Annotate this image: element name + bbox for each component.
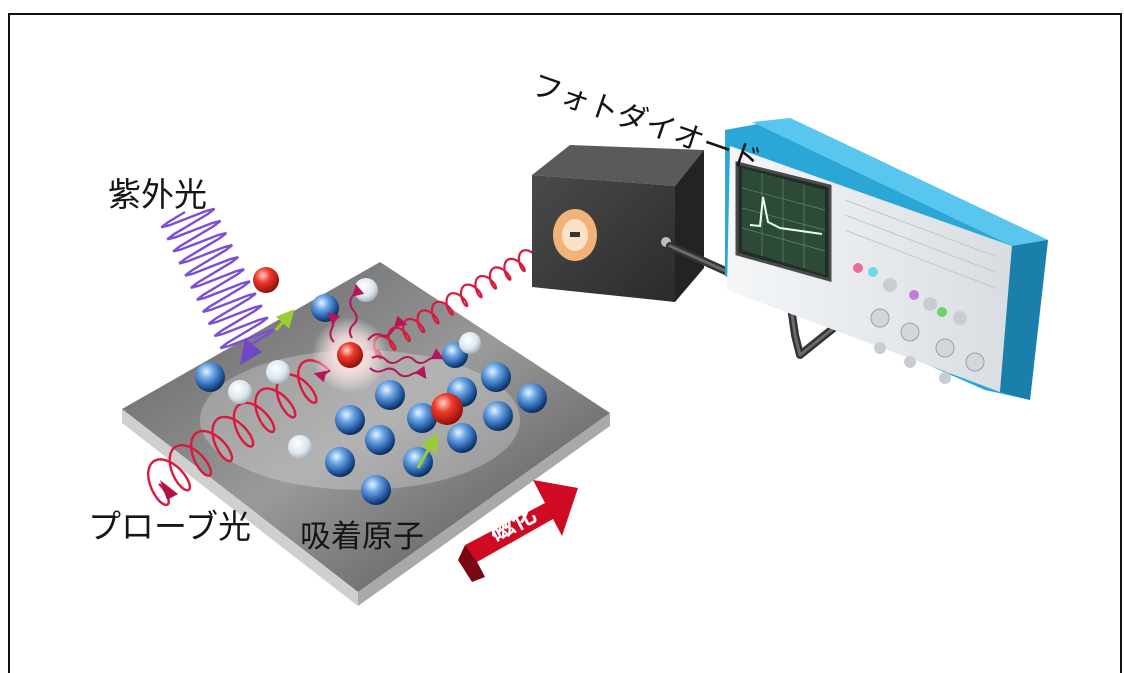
- glass-atom: [354, 278, 378, 302]
- oscilloscope-trace: [749, 196, 823, 235]
- uv-wave: [160, 207, 275, 365]
- glass-atom: [459, 332, 481, 354]
- blue-atom: [447, 423, 477, 453]
- oscilloscope: [725, 118, 1048, 400]
- blue-atom: [517, 383, 547, 413]
- blue-atom: [361, 475, 391, 505]
- blue-atom: [365, 425, 395, 455]
- blue-atom: [407, 403, 437, 433]
- green-arrow: [274, 309, 295, 331]
- red-atom: [431, 393, 463, 425]
- probe-wave-out: [373, 240, 550, 360]
- glass-atom: [266, 360, 290, 384]
- uv-light-label: 紫外光: [108, 175, 207, 214]
- glass-atom: [228, 380, 252, 404]
- blue-atom: [335, 405, 365, 435]
- emission-arrow: [348, 283, 365, 339]
- emission-arrow: [367, 315, 408, 341]
- emission-arrows: [313, 283, 445, 383]
- oscilloscope-knobs: [853, 263, 985, 384]
- blue-atom: [325, 447, 355, 477]
- blue-atoms: [195, 294, 547, 505]
- probe-light-label: プローブ光: [88, 507, 252, 546]
- emission-arrow: [369, 365, 427, 379]
- blue-atom: [311, 294, 339, 322]
- blue-atom: [375, 380, 405, 410]
- emission-arrow: [327, 312, 341, 343]
- glass-atom: [288, 435, 312, 459]
- emission-arrow: [313, 369, 331, 383]
- glass-atoms: [228, 278, 481, 459]
- blue-atom: [195, 362, 225, 392]
- blue-atom: [483, 401, 513, 431]
- magnetization-arrow: [458, 480, 578, 582]
- red-atom: [253, 267, 279, 293]
- adsorbed-atoms-label: 吸着原子: [300, 519, 424, 555]
- photodiode: [532, 145, 704, 302]
- emission-arrow: [371, 348, 445, 364]
- green-arrow: [416, 432, 438, 469]
- figure-frame: [8, 13, 1122, 673]
- blue-atom: [481, 362, 511, 392]
